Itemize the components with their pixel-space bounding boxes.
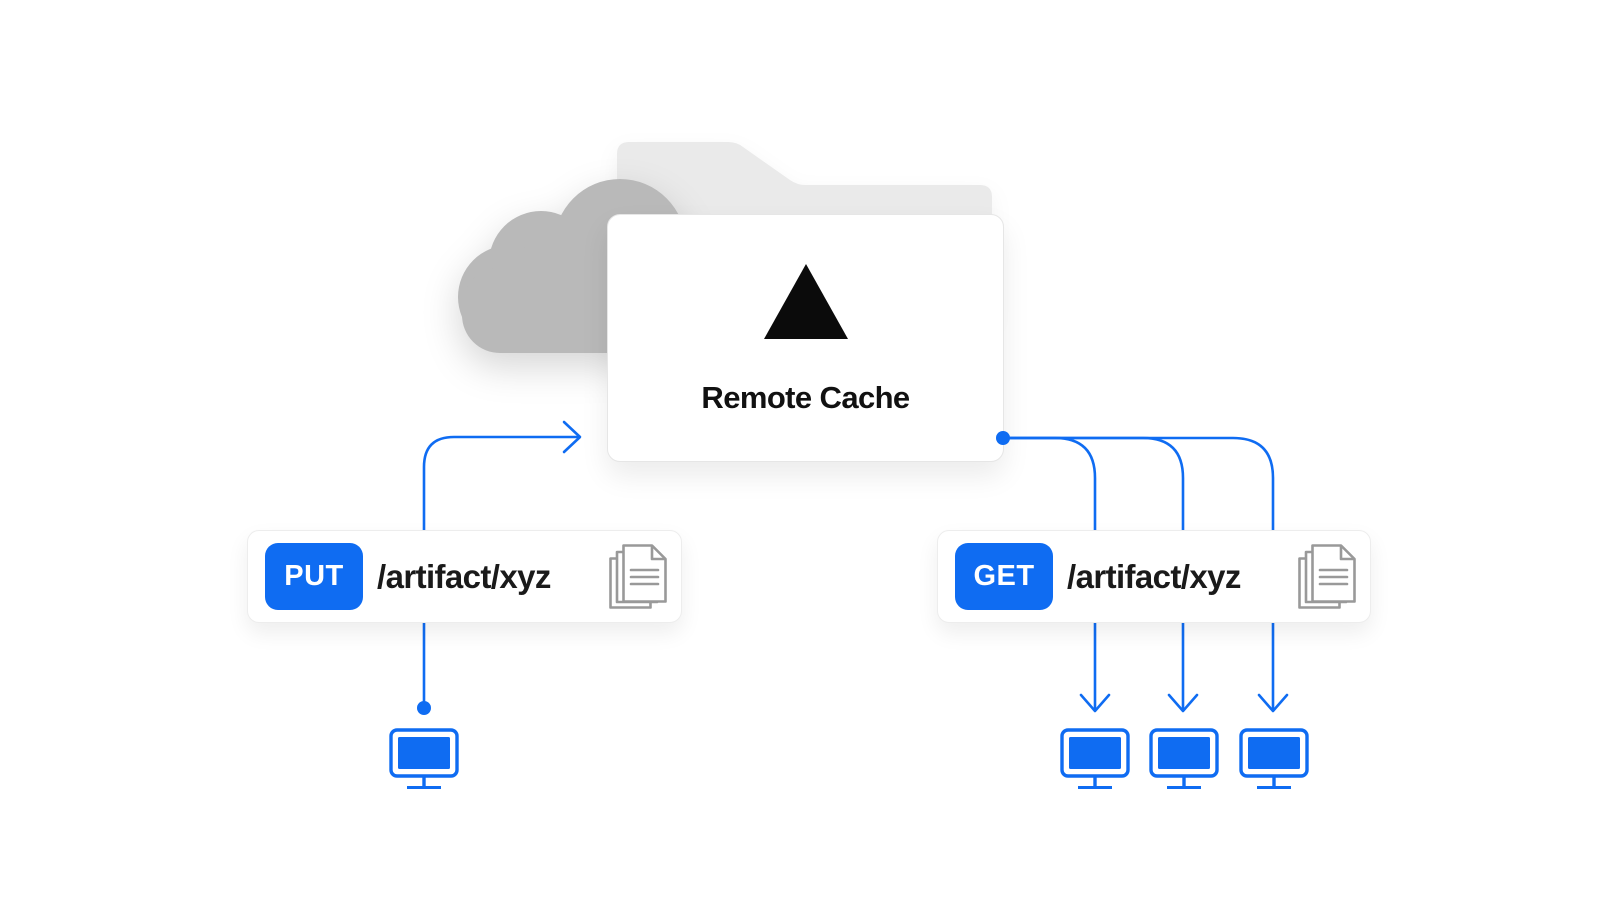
remote-cache-label: Remote Cache (701, 380, 910, 415)
vercel-triangle-icon (763, 264, 848, 339)
put-request-card: PUT /artifact/xyz (247, 530, 682, 623)
get-request-path: /artifact/xyz (1067, 557, 1241, 595)
arrowhead-down-icon (1167, 693, 1199, 713)
connector-dot-cache-edge (996, 431, 1010, 445)
arrowhead-down-icon (1079, 693, 1111, 713)
put-request-path: /artifact/xyz (377, 557, 551, 595)
connector-dot-uploader (417, 701, 431, 715)
files-icon (609, 543, 667, 609)
files-icon (1298, 543, 1356, 609)
monitor-icon (1239, 728, 1309, 789)
put-method-badge: PUT (265, 543, 363, 610)
monitor-icon (1149, 728, 1219, 789)
arrowhead-down-icon (1257, 693, 1289, 713)
arrowhead-right-icon (562, 420, 582, 454)
get-flow-lines (996, 431, 1289, 713)
monitor-icon (389, 728, 459, 789)
get-request-card: GET /artifact/xyz (937, 530, 1371, 623)
remote-cache-card: Remote Cache (607, 214, 1004, 462)
put-flow-arrow (417, 420, 582, 715)
get-method-badge: GET (955, 543, 1053, 610)
monitor-icon (1060, 728, 1130, 789)
